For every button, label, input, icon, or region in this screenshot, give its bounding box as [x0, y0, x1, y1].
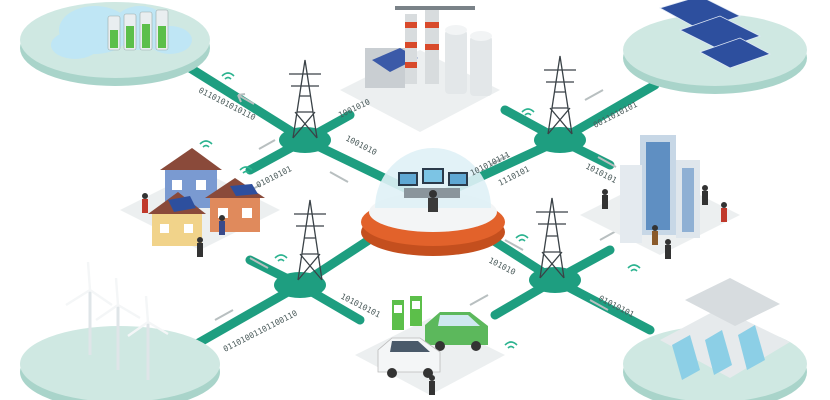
person-icon	[142, 193, 225, 257]
wifi-icons	[199, 72, 641, 349]
grid-nodes	[274, 127, 586, 298]
car-icon	[425, 312, 488, 351]
data-flow-arrows	[214, 89, 619, 321]
power-plant-factory	[340, 6, 500, 132]
cloud-storage-island	[20, 2, 210, 86]
binary-label-tower-se: 101010	[487, 256, 517, 277]
person-icon	[429, 375, 435, 395]
monitor-icon	[398, 168, 468, 186]
binary-label-factory-a: 1001010	[337, 97, 372, 119]
wind-farm-island	[20, 261, 220, 400]
solar-farm-island	[623, 0, 807, 94]
car-icon	[377, 337, 441, 378]
residential-houses	[120, 148, 280, 257]
wind-turbine-icon	[65, 261, 169, 380]
binary-label-factory-b: 1001010	[344, 134, 378, 157]
solar-panel-icon	[658, 0, 771, 69]
ev-charging-station	[355, 296, 505, 395]
person-icon	[602, 185, 727, 259]
house-orange	[205, 178, 265, 232]
binary-label-ev-b: 01101001101100110	[222, 309, 299, 354]
operator-icon	[428, 190, 438, 212]
office-buildings	[580, 135, 740, 259]
hydro-dam-island	[623, 278, 807, 400]
control-center	[361, 148, 505, 256]
transmission-tower-icons	[289, 55, 576, 281]
house-yellow	[148, 192, 206, 246]
battery-icon	[107, 9, 169, 51]
